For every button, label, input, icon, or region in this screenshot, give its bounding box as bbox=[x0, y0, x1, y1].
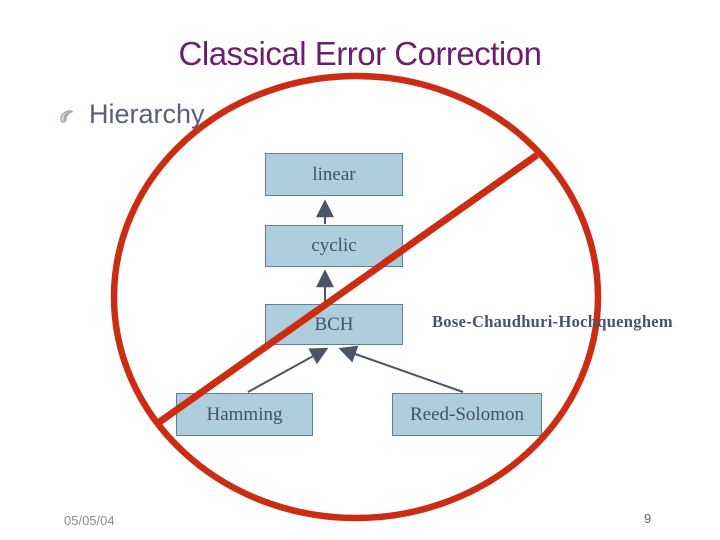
node-linear-label: linear bbox=[312, 163, 356, 185]
node-reed-solomon-label: Reed-Solomon bbox=[410, 403, 524, 425]
node-linear: linear bbox=[265, 153, 403, 196]
bch-full-name-label: Bose-Chaudhuri-Hochquenghem bbox=[432, 312, 673, 331]
footer-page-number: 9 bbox=[644, 511, 652, 526]
node-hamming: Hamming bbox=[176, 393, 313, 436]
bullet-item-hierarchy: Hierarchy bbox=[58, 99, 205, 130]
footer-date: 05/05/04 bbox=[64, 513, 115, 528]
comma-bullet-icon bbox=[58, 108, 78, 128]
node-cyclic-label: cyclic bbox=[311, 235, 357, 256]
node-cyclic: cyclic bbox=[265, 225, 403, 267]
arrow-reedsolomon-to-bch bbox=[338, 345, 464, 393]
node-bch-label: BCH bbox=[314, 313, 354, 335]
bullet-label: Hierarchy bbox=[89, 99, 205, 129]
node-bch: BCH bbox=[265, 304, 403, 345]
node-hamming-label: Hamming bbox=[206, 403, 283, 425]
slide-title: Classical Error Correction bbox=[178, 35, 542, 72]
node-reed-solomon: Reed-Solomon bbox=[392, 393, 542, 436]
arrow-hamming-to-bch bbox=[247, 347, 329, 393]
